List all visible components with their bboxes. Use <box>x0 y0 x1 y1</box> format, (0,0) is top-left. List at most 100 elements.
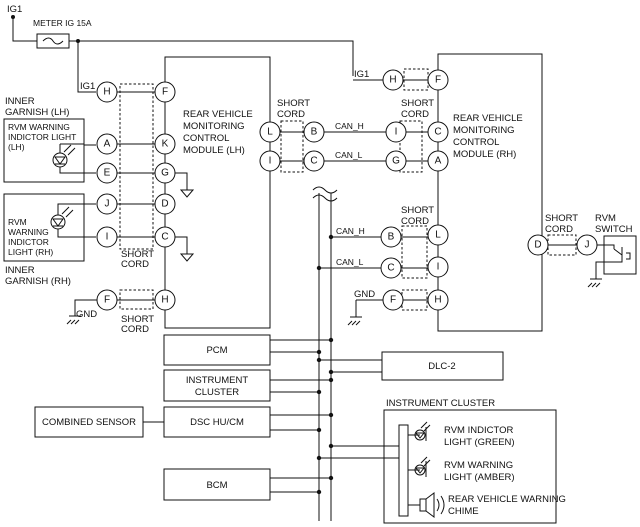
pin-gr-f: F <box>390 295 396 306</box>
garnish-rh-box <box>3 193 85 262</box>
pin-m1-g: G <box>161 168 169 179</box>
rvm-switch-box <box>603 235 637 275</box>
pin-m1-k: K <box>162 139 169 150</box>
cluster-chime-1: REAR VEHICLE WARNING <box>448 494 566 505</box>
pin-m1-c: C <box>161 232 168 243</box>
gnd-right-label: GND <box>354 289 375 300</box>
short-cord-center-left <box>280 120 304 173</box>
short-cord-lr-2: CORD <box>401 216 429 227</box>
left-short-cord: SHORT CORD SHORT CORD H A E J I F F K G … <box>66 81 176 335</box>
bcm-label: BCM <box>206 480 227 491</box>
ig1-right-label: IG1 <box>354 69 369 80</box>
short-cord-ll-2: CORD <box>121 324 149 335</box>
instrument-cluster-panel: INSTRUMENT CLUSTER RVM INDICTOR LIGHT (G… <box>383 398 566 524</box>
module-rh-line1: REAR VEHICLE <box>453 113 523 124</box>
garnish-rh-lamp-4: LIGHT (RH) <box>8 247 53 257</box>
pin-lh-a: A <box>104 139 111 150</box>
pin-c-i: I <box>269 156 272 167</box>
short-cord-sw-1: SHORT <box>545 213 578 224</box>
rvm-switch-label-1: RVM <box>595 213 616 224</box>
pin-m2-f: F <box>435 75 441 86</box>
module-rh-line2: MONITORING <box>453 125 515 136</box>
pin-c-c: C <box>310 156 317 167</box>
ig1-power-feed: IG1 METER IG 15A IG1 IG1 <box>7 4 383 93</box>
pin-m2-i: I <box>437 262 440 273</box>
combined-sensor-box <box>34 406 144 438</box>
garnish-rh-lamp-2: WARNING <box>8 227 49 237</box>
module-lh: REAR VEHICLE MONITORING CONTROL MODULE (… <box>164 56 271 329</box>
pin-lh-i: I <box>106 232 109 243</box>
ig1-top-label: IG1 <box>7 4 22 15</box>
short-cord-lu-1: SHORT <box>121 249 154 260</box>
garnish-rh-lamp-1: RVM <box>8 217 27 227</box>
pin-m2-c: C <box>434 127 441 138</box>
pin-m1-h: H <box>161 295 168 306</box>
module-rh: REAR VEHICLE MONITORING CONTROL MODULE (… <box>437 53 543 332</box>
short-cord-ll-1: SHORT <box>121 314 154 325</box>
garnish-lh-box <box>3 118 85 183</box>
module-lh-line1: REAR VEHICLE <box>183 109 253 120</box>
cluster-amber-2: LIGHT (AMBER) <box>444 472 515 483</box>
pin-lh-j: J <box>105 199 110 210</box>
short-cord-lu-2: CORD <box>121 259 149 270</box>
fuse-label: METER IG 15A <box>33 18 92 28</box>
garnish-lh-title-2: GARNISH (LH) <box>5 107 69 118</box>
pin-sw-d: D <box>534 240 541 251</box>
garnish-lh-title-1: INNER <box>5 96 35 107</box>
cluster-green-2: LIGHT (GREEN) <box>444 437 515 448</box>
module-rh-line3: CONTROL <box>453 137 499 148</box>
module-lh-line4: MODULE (LH) <box>183 145 245 156</box>
dsc-box <box>163 406 271 438</box>
inner-garnish-rh: RVM WARNING INDICTOR LIGHT (RH) INNER GA… <box>3 193 96 287</box>
led-lh-icon <box>52 152 68 168</box>
short-cord-cr-2: CORD <box>401 109 429 120</box>
rvm-switch-circuit: SHORT CORD D J RVM SWITCH <box>527 213 637 288</box>
pin-sw-j: J <box>585 240 590 251</box>
center-short-cord: SHORT CORD SHORT CORD CAN_H CAN_L L I B … <box>259 98 449 173</box>
can-h-lower-label: CAN_H <box>336 226 365 236</box>
pin-c-g: G <box>392 156 400 167</box>
garnish-lh-lamp-3: (LH) <box>8 142 25 152</box>
instrument-cluster-label-1: INSTRUMENT <box>186 375 248 386</box>
dsc-label: DSC HU/CM <box>190 417 244 428</box>
pin-c-b: B <box>311 127 318 138</box>
pin-c-i2: I <box>395 127 398 138</box>
ig1-rh-pins: H F <box>382 68 449 91</box>
pcm-box <box>163 334 271 366</box>
dlc-box <box>381 351 504 381</box>
pin-lr-c: C <box>387 263 394 274</box>
pcm-label: PCM <box>206 345 227 356</box>
pin-m1-d: D <box>161 199 168 210</box>
pin-m1-f: F <box>162 87 168 98</box>
pin-c-l: L <box>267 127 273 138</box>
dlc-label: DLC-2 <box>428 361 455 372</box>
short-cord-lr-1: SHORT <box>401 205 434 216</box>
can-h-top-label: CAN_H <box>335 121 364 131</box>
cluster-amber-1: RVM WARNING <box>444 460 513 471</box>
can-units: PCM INSTRUMENT CLUSTER DSC HU/CM COMBINE… <box>34 334 504 501</box>
inner-garnish-lh: INNER GARNISH (LH) RVM WARNING INDICTOR … <box>3 96 96 183</box>
combined-sensor-label: COMBINED SENSOR <box>42 417 136 428</box>
cluster-chime-2: CHIME <box>448 506 479 517</box>
cluster-bus-bar <box>398 424 409 517</box>
rvm-switch-label-2: SWITCH <box>595 224 633 235</box>
pin-lh-e: E <box>104 168 111 179</box>
gnd-left-label: GND <box>76 309 97 320</box>
cluster-panel-box <box>383 409 557 524</box>
garnish-rh-title-2: GARNISH (RH) <box>5 276 71 287</box>
garnish-lh-lamp-2: INDICTOR LIGHT <box>8 132 76 142</box>
short-cord-center-right <box>399 120 423 173</box>
module-rh-line4: MODULE (RH) <box>453 149 516 160</box>
pin-rh-h: H <box>389 75 396 86</box>
cluster-green-1: RVM INDICTOR <box>444 425 513 436</box>
garnish-rh-lamp-3: INDICTOR <box>8 237 49 247</box>
short-cord-cr-1: SHORT <box>401 98 434 109</box>
pin-lh-f: F <box>104 295 110 306</box>
bcm-box <box>163 468 271 501</box>
short-cord-c-2: CORD <box>277 109 305 120</box>
can-bus-trunk: CAN_H CAN_L SHORT CORD B C L I GND F H <box>270 186 449 521</box>
short-cord-lower-right <box>401 225 428 279</box>
can-l-lower-label: CAN_L <box>336 257 364 267</box>
led-rh-icon <box>50 214 66 230</box>
